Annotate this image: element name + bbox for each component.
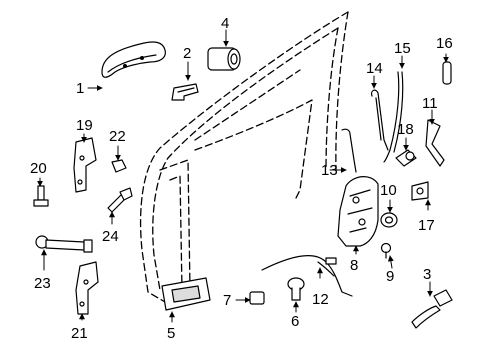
bolt-20-part — [33, 185, 49, 207]
callout-15: 15 — [394, 40, 411, 57]
link-rod-part — [341, 128, 357, 173]
callout-5: 5 — [167, 325, 176, 342]
rod-15-part — [383, 71, 404, 163]
screw-9-part — [380, 242, 392, 259]
hinge-21-part — [75, 261, 99, 315]
lock-cylinder-part — [207, 47, 241, 71]
pin-part — [442, 61, 452, 85]
rod-14-part — [371, 89, 389, 151]
callout-20: 20 — [30, 160, 47, 177]
callout-4: 4 — [221, 15, 230, 32]
bracket-11-part — [425, 119, 445, 167]
callout-1: 1 — [76, 80, 85, 97]
callout-6: 6 — [291, 313, 300, 330]
nut-part — [111, 159, 127, 173]
callout-14: 14 — [366, 60, 383, 77]
callout-7: 7 — [223, 292, 232, 309]
leader-lines — [37, 29, 449, 323]
callout-23: 23 — [34, 275, 51, 292]
actuator-rod-part — [411, 289, 453, 329]
callout-2: 2 — [183, 45, 192, 62]
callout-8: 8 — [350, 257, 359, 274]
callout-22: 22 — [109, 128, 126, 145]
bumper-part — [395, 149, 417, 167]
callout-9: 9 — [386, 268, 395, 285]
callout-12: 12 — [312, 291, 329, 308]
door-outline — [139, 11, 349, 303]
callout-16: 16 — [436, 35, 453, 52]
grommet-part — [380, 212, 398, 228]
callout-24: 24 — [102, 228, 119, 245]
cable-part — [261, 255, 353, 297]
trim-clip-part — [171, 83, 199, 101]
callout-3: 3 — [423, 266, 432, 283]
exterior-handle-part — [101, 41, 166, 78]
interior-handle-part — [161, 277, 211, 311]
hinge-19-part — [73, 137, 97, 193]
callout-11: 11 — [422, 95, 438, 112]
callout-17: 17 — [418, 217, 435, 234]
callout-13: 13 — [321, 162, 338, 179]
striker-part — [411, 181, 429, 201]
bolt-24-part — [107, 187, 133, 213]
callout-21: 21 — [71, 325, 88, 342]
button-part — [287, 277, 305, 301]
callout-10: 10 — [380, 182, 397, 199]
latch-assembly-part — [337, 176, 379, 247]
check-arm-part — [35, 235, 93, 253]
callout-18: 18 — [397, 121, 414, 138]
plate-part — [249, 291, 265, 305]
callout-19: 19 — [76, 117, 93, 134]
